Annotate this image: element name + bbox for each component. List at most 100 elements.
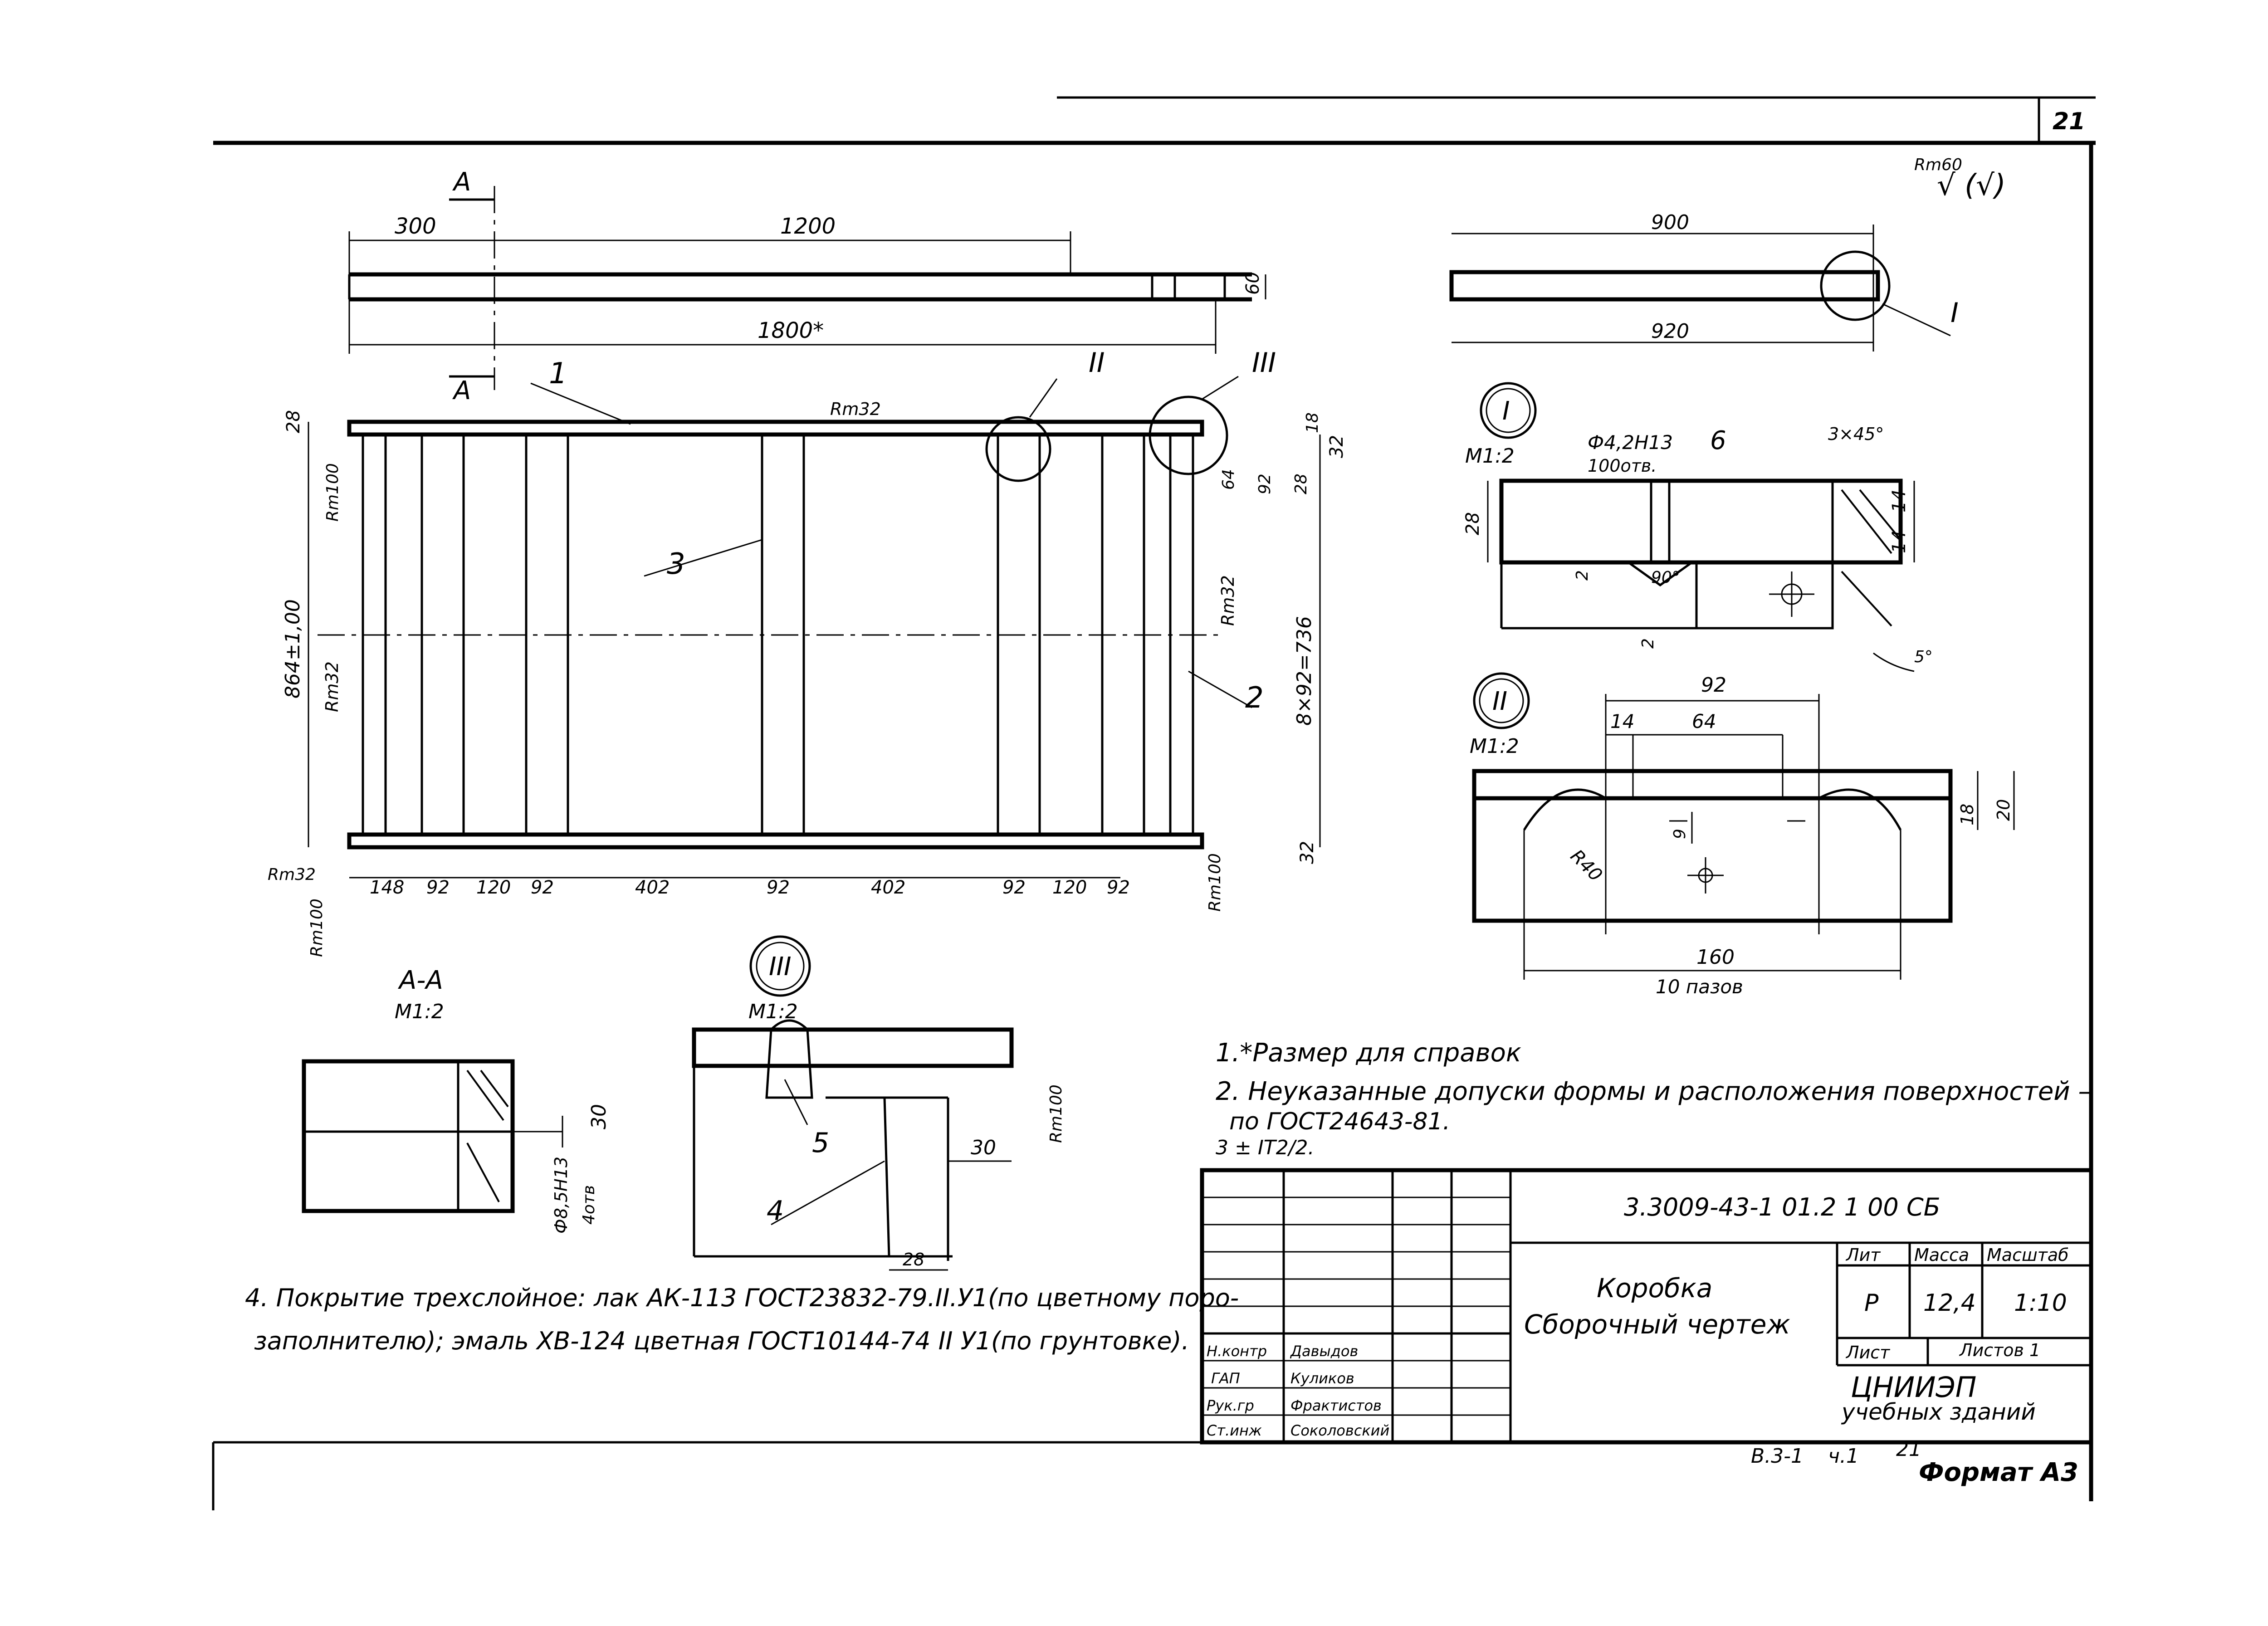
side-view [1449, 225, 1951, 352]
detail-II-label: II [1492, 687, 1507, 716]
dim-864: 864±1,00 [281, 599, 304, 698]
detail-II-dim-64: 64 [1692, 710, 1716, 732]
title-sheets-label: Листов 1 [1959, 1340, 2040, 1360]
dim-92-right: 92 [1256, 474, 1274, 494]
title-org-line-1: ЦНИИЭП [1851, 1371, 1976, 1404]
detail-II-slots: 10 пазов [1656, 976, 1743, 998]
dim-60: 60 [1242, 272, 1263, 295]
role-3-name: Соколовский [1290, 1422, 1389, 1439]
bottom-dimension-chain: 148 92 120 92 402 92 402 92 120 92 [370, 877, 1130, 898]
detail-I-scale: М1:2 [1465, 444, 1515, 468]
detail-III-callout-5: 5 [812, 1127, 829, 1159]
role-0-name: Давыдов [1290, 1343, 1358, 1360]
dim-8x92: 8×92=736 [1293, 616, 1316, 726]
dim-32-top: 32 [1326, 435, 1347, 458]
dim-28-left: 28 [283, 410, 304, 433]
rm100-detail-III: Rm100 [1047, 1084, 1066, 1143]
dim-28-right: 28 [1292, 474, 1310, 494]
detail-I-callout-6: 6 [1710, 426, 1726, 455]
main-view [308, 376, 1321, 879]
title-name-line-1: Коробка [1597, 1273, 1712, 1304]
section-mark-top: А [452, 167, 471, 197]
detail-II-dim-92: 92 [1701, 674, 1726, 697]
detail-III-scale: М1:2 [748, 1000, 798, 1023]
callout-2: 2 [1245, 681, 1264, 715]
detail-callout-III: III [1252, 347, 1276, 379]
callout-1: 1 [549, 357, 567, 391]
detail-I-angle-5: 5° [1914, 648, 1933, 666]
section-AA-dim-30: 30 [587, 1104, 611, 1129]
detail-I-label: I [1502, 396, 1510, 426]
bottom-dim-4: 402 [635, 877, 670, 898]
detail-II-scale: М1:2 [1470, 735, 1519, 758]
title-block [1200, 1168, 2093, 1445]
role-2-name: Фрактистов [1290, 1397, 1382, 1414]
section-AA-label: А-А [398, 966, 443, 995]
title-scale-header: Масштаб [1987, 1245, 2069, 1265]
section-mark-bottom: А [452, 376, 471, 405]
detail-III-callout-4: 4 [767, 1195, 784, 1227]
dim-1200: 1200 [780, 214, 836, 239]
bottom-dim-3: 92 [531, 877, 554, 898]
detail-II-radius: R40 [1566, 846, 1606, 886]
bottom-dim-2: 120 [476, 877, 511, 898]
title-roles: Н.контр Давыдов ГАП Куликов Рук.гр Фракт… [1207, 1343, 1389, 1439]
detail-III-dim-28: 28 [903, 1250, 924, 1270]
bottom-ref-2: ч.1 [1828, 1445, 1859, 1468]
callout-3: 3 [667, 547, 685, 581]
sheet-number: 21 [2053, 108, 2085, 135]
dim-920: 920 [1651, 320, 1689, 343]
section-AA [302, 1059, 563, 1213]
dim-32-bottom: 32 [1297, 841, 1318, 864]
role-1-name: Куликов [1290, 1370, 1354, 1387]
rm100-right-bottom: Rm100 [1206, 853, 1224, 912]
detail-I-dim-14a: 14 [1889, 489, 1910, 513]
rm100-left-bottom: Rm100 [308, 898, 326, 957]
dim-300: 300 [395, 214, 436, 239]
title-name-line-2: Сборочный чертеж [1524, 1309, 1790, 1340]
top-view [348, 186, 1266, 390]
detail-III-dim-30: 30 [971, 1136, 996, 1159]
role-1: ГАП [1211, 1370, 1240, 1387]
rm32-top: Rm32 [830, 399, 881, 419]
bottom-dim-7: 92 [1002, 877, 1026, 898]
bottom-ref-1: В.3-1 [1751, 1445, 1804, 1468]
detail-callout-II: II [1089, 347, 1105, 379]
note-4-line-2: заполнителю); эмаль ХВ-124 цветная ГОСТ1… [254, 1327, 1189, 1355]
note-3: 3 ± IT2/2. [1216, 1136, 1315, 1159]
side-callout-I: I [1950, 297, 1959, 329]
title-designation: 3.3009-43-1 01.2 1 00 СБ [1624, 1193, 1941, 1221]
note-4-line-1: 4. Покрытие трехслойное: лак АК-113 ГОСТ… [245, 1284, 1239, 1312]
section-AA-hole-count: 4отв [580, 1185, 598, 1225]
detail-III [692, 935, 1014, 1271]
dim-64-right: 64 [1219, 469, 1238, 490]
rm60-general: Rm60 [1914, 156, 1962, 174]
section-AA-hole: Ф8,5Н13 [551, 1157, 571, 1234]
section-AA-scale: М1:2 [395, 1000, 444, 1023]
role-2: Рук.гр [1207, 1397, 1254, 1414]
title-lit-value: Р [1864, 1289, 1879, 1317]
detail-I-dim-2b: 2 [1639, 638, 1657, 649]
detail-III-label: III [769, 952, 792, 981]
rm32-bottom-left: Rm32 [268, 865, 316, 884]
sheet-format: Формат А3 [1919, 1458, 2078, 1487]
detail-II [1472, 672, 2015, 980]
detail-I-angle-90: 90° [1651, 568, 1680, 587]
finish-check: √ (√) [1937, 169, 2006, 202]
title-mass-header: Масса [1914, 1245, 1969, 1265]
title-org-line-2: учебных зданий [1841, 1399, 2036, 1425]
detail-I [1480, 382, 1915, 672]
rm32-right: Rm32 [1218, 575, 1238, 626]
title-sheet-label: Лист [1845, 1343, 1891, 1362]
title-scale-value: 1:10 [2014, 1289, 2067, 1317]
note-2-line-2: по ГОСТ24643-81. [1229, 1108, 1450, 1135]
detail-I-chamfer: 3×45° [1828, 424, 1884, 444]
dim-900: 900 [1651, 211, 1689, 234]
note-1: 1.*Размер для справок [1216, 1038, 1521, 1068]
bottom-dim-6: 402 [871, 877, 905, 898]
rm100-left-top: Rm100 [323, 463, 342, 522]
detail-II-dim-20: 20 [1994, 799, 2014, 821]
detail-II-dim-160: 160 [1696, 946, 1735, 969]
note-2-line-1: 2. Неуказанные допуски формы и расположе… [1216, 1077, 2091, 1106]
